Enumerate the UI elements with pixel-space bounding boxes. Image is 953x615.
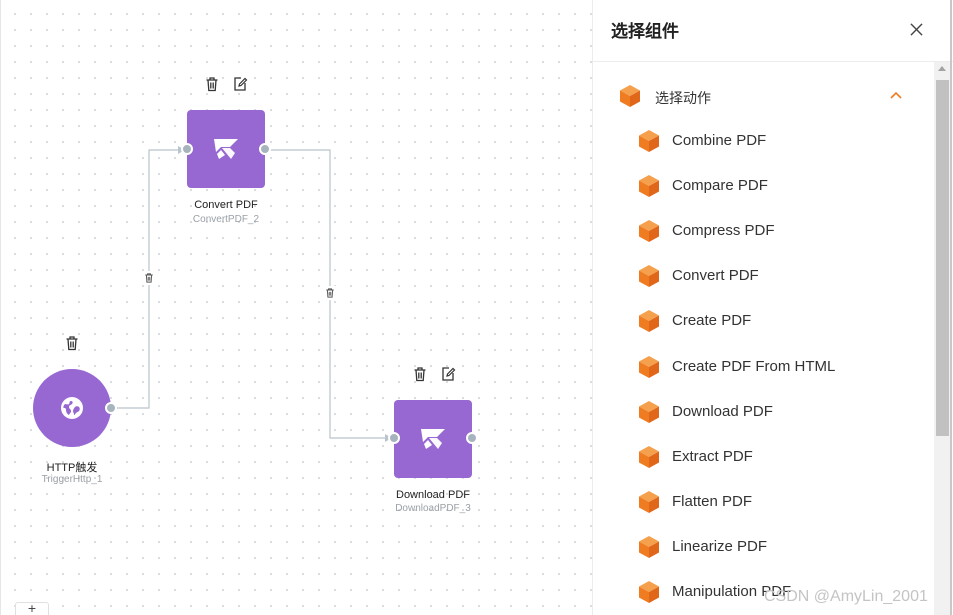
edit-icon[interactable] xyxy=(439,365,457,383)
cube-icon xyxy=(639,265,659,287)
output-port[interactable] xyxy=(105,402,117,414)
input-port[interactable] xyxy=(388,432,400,444)
workflow-canvas[interactable]: Convert PDF ConvertPDF_2 HTTP触发 TriggerH… xyxy=(0,0,592,615)
action-item-label: Manipulation PDF xyxy=(672,583,792,600)
cube-icon xyxy=(639,130,659,152)
action-item[interactable]: Linearize PDF xyxy=(638,531,898,561)
action-item-label: Linearize PDF xyxy=(672,538,768,555)
panel-border xyxy=(950,0,952,615)
action-item[interactable]: Download PDF xyxy=(638,396,898,426)
action-item-label: Create PDF xyxy=(672,312,752,329)
cube-icon xyxy=(639,581,659,603)
trash-icon[interactable] xyxy=(203,75,221,93)
cube-icon xyxy=(639,175,659,197)
cube-icon xyxy=(639,446,659,468)
globe-icon xyxy=(61,397,83,419)
canvas-corner-button[interactable]: + xyxy=(15,602,49,615)
cube-icon xyxy=(639,356,659,378)
cube-icon xyxy=(639,491,659,513)
action-item[interactable]: Extract PDF xyxy=(638,441,898,471)
action-item[interactable]: Convert PDF xyxy=(638,260,898,290)
node-id: TriggerHttp_1 xyxy=(41,474,103,485)
chevron-up-icon[interactable] xyxy=(889,89,903,103)
cube-icon xyxy=(620,85,640,107)
node-title: Convert PDF xyxy=(194,199,258,211)
scrollbar-thumb[interactable] xyxy=(936,80,949,436)
action-item[interactable]: Compare PDF xyxy=(638,170,898,200)
action-item[interactable]: Create PDF From HTML xyxy=(638,351,898,381)
action-item-label: Convert PDF xyxy=(672,267,759,284)
action-item-label: Create PDF From HTML xyxy=(672,358,836,375)
action-item-label: Compress PDF xyxy=(672,222,775,239)
edit-icon[interactable] xyxy=(231,75,249,93)
edge-delete-icon[interactable] xyxy=(142,271,156,285)
corner-button-label: + xyxy=(27,602,37,615)
node-title: HTTP触发 xyxy=(46,462,98,474)
input-port[interactable] xyxy=(181,143,193,155)
watermark: CSDN @AmyLin_2001 xyxy=(764,588,928,605)
action-item-label: Compare PDF xyxy=(672,177,768,194)
cube-icon xyxy=(639,220,659,242)
http-trigger-node[interactable] xyxy=(33,369,111,447)
cube-icon xyxy=(639,310,659,332)
action-item[interactable]: Create PDF xyxy=(638,305,898,335)
cube-icon xyxy=(639,401,659,423)
output-port[interactable] xyxy=(466,432,478,444)
cube-icon xyxy=(639,536,659,558)
component-panel: 选择组件 选择动作 Combine PDF Compare PDF Compress… xyxy=(592,0,953,615)
edge-layer xyxy=(117,146,392,442)
node-id: DownloadPDF_3 xyxy=(395,503,471,514)
action-item-label: Download PDF xyxy=(672,403,773,420)
edge-delete-icon[interactable] xyxy=(323,286,337,300)
scroll-up-arrow[interactable] xyxy=(938,66,946,71)
action-group-header[interactable]: 选择动作 xyxy=(619,83,909,109)
action-item[interactable]: Manipulation PDF xyxy=(638,576,898,606)
download-pdf-node[interactable] xyxy=(394,400,472,478)
panel-header: 选择组件 xyxy=(593,0,953,62)
node-id: ConvertPDF_2 xyxy=(192,214,260,225)
action-item-label: Combine PDF xyxy=(672,132,767,149)
close-button[interactable] xyxy=(906,19,926,39)
scrollbar[interactable] xyxy=(934,62,950,615)
pdf-logo-icon xyxy=(214,139,238,159)
action-item[interactable]: Compress PDF xyxy=(638,215,898,245)
action-item[interactable]: Flatten PDF xyxy=(638,486,898,516)
action-item[interactable]: Combine PDF xyxy=(638,125,898,155)
output-port[interactable] xyxy=(259,143,271,155)
trash-icon[interactable] xyxy=(63,334,81,352)
action-item-label: Extract PDF xyxy=(672,448,753,465)
close-icon xyxy=(909,22,923,36)
panel-title: 选择组件 xyxy=(611,22,679,42)
action-item-label: Flatten PDF xyxy=(672,493,753,510)
pdf-logo-icon xyxy=(421,429,445,449)
node-title: Download PDF xyxy=(396,489,470,501)
action-group-label: 选择动作 xyxy=(655,91,711,107)
trash-icon[interactable] xyxy=(411,365,429,383)
convert-pdf-node[interactable] xyxy=(187,110,265,188)
